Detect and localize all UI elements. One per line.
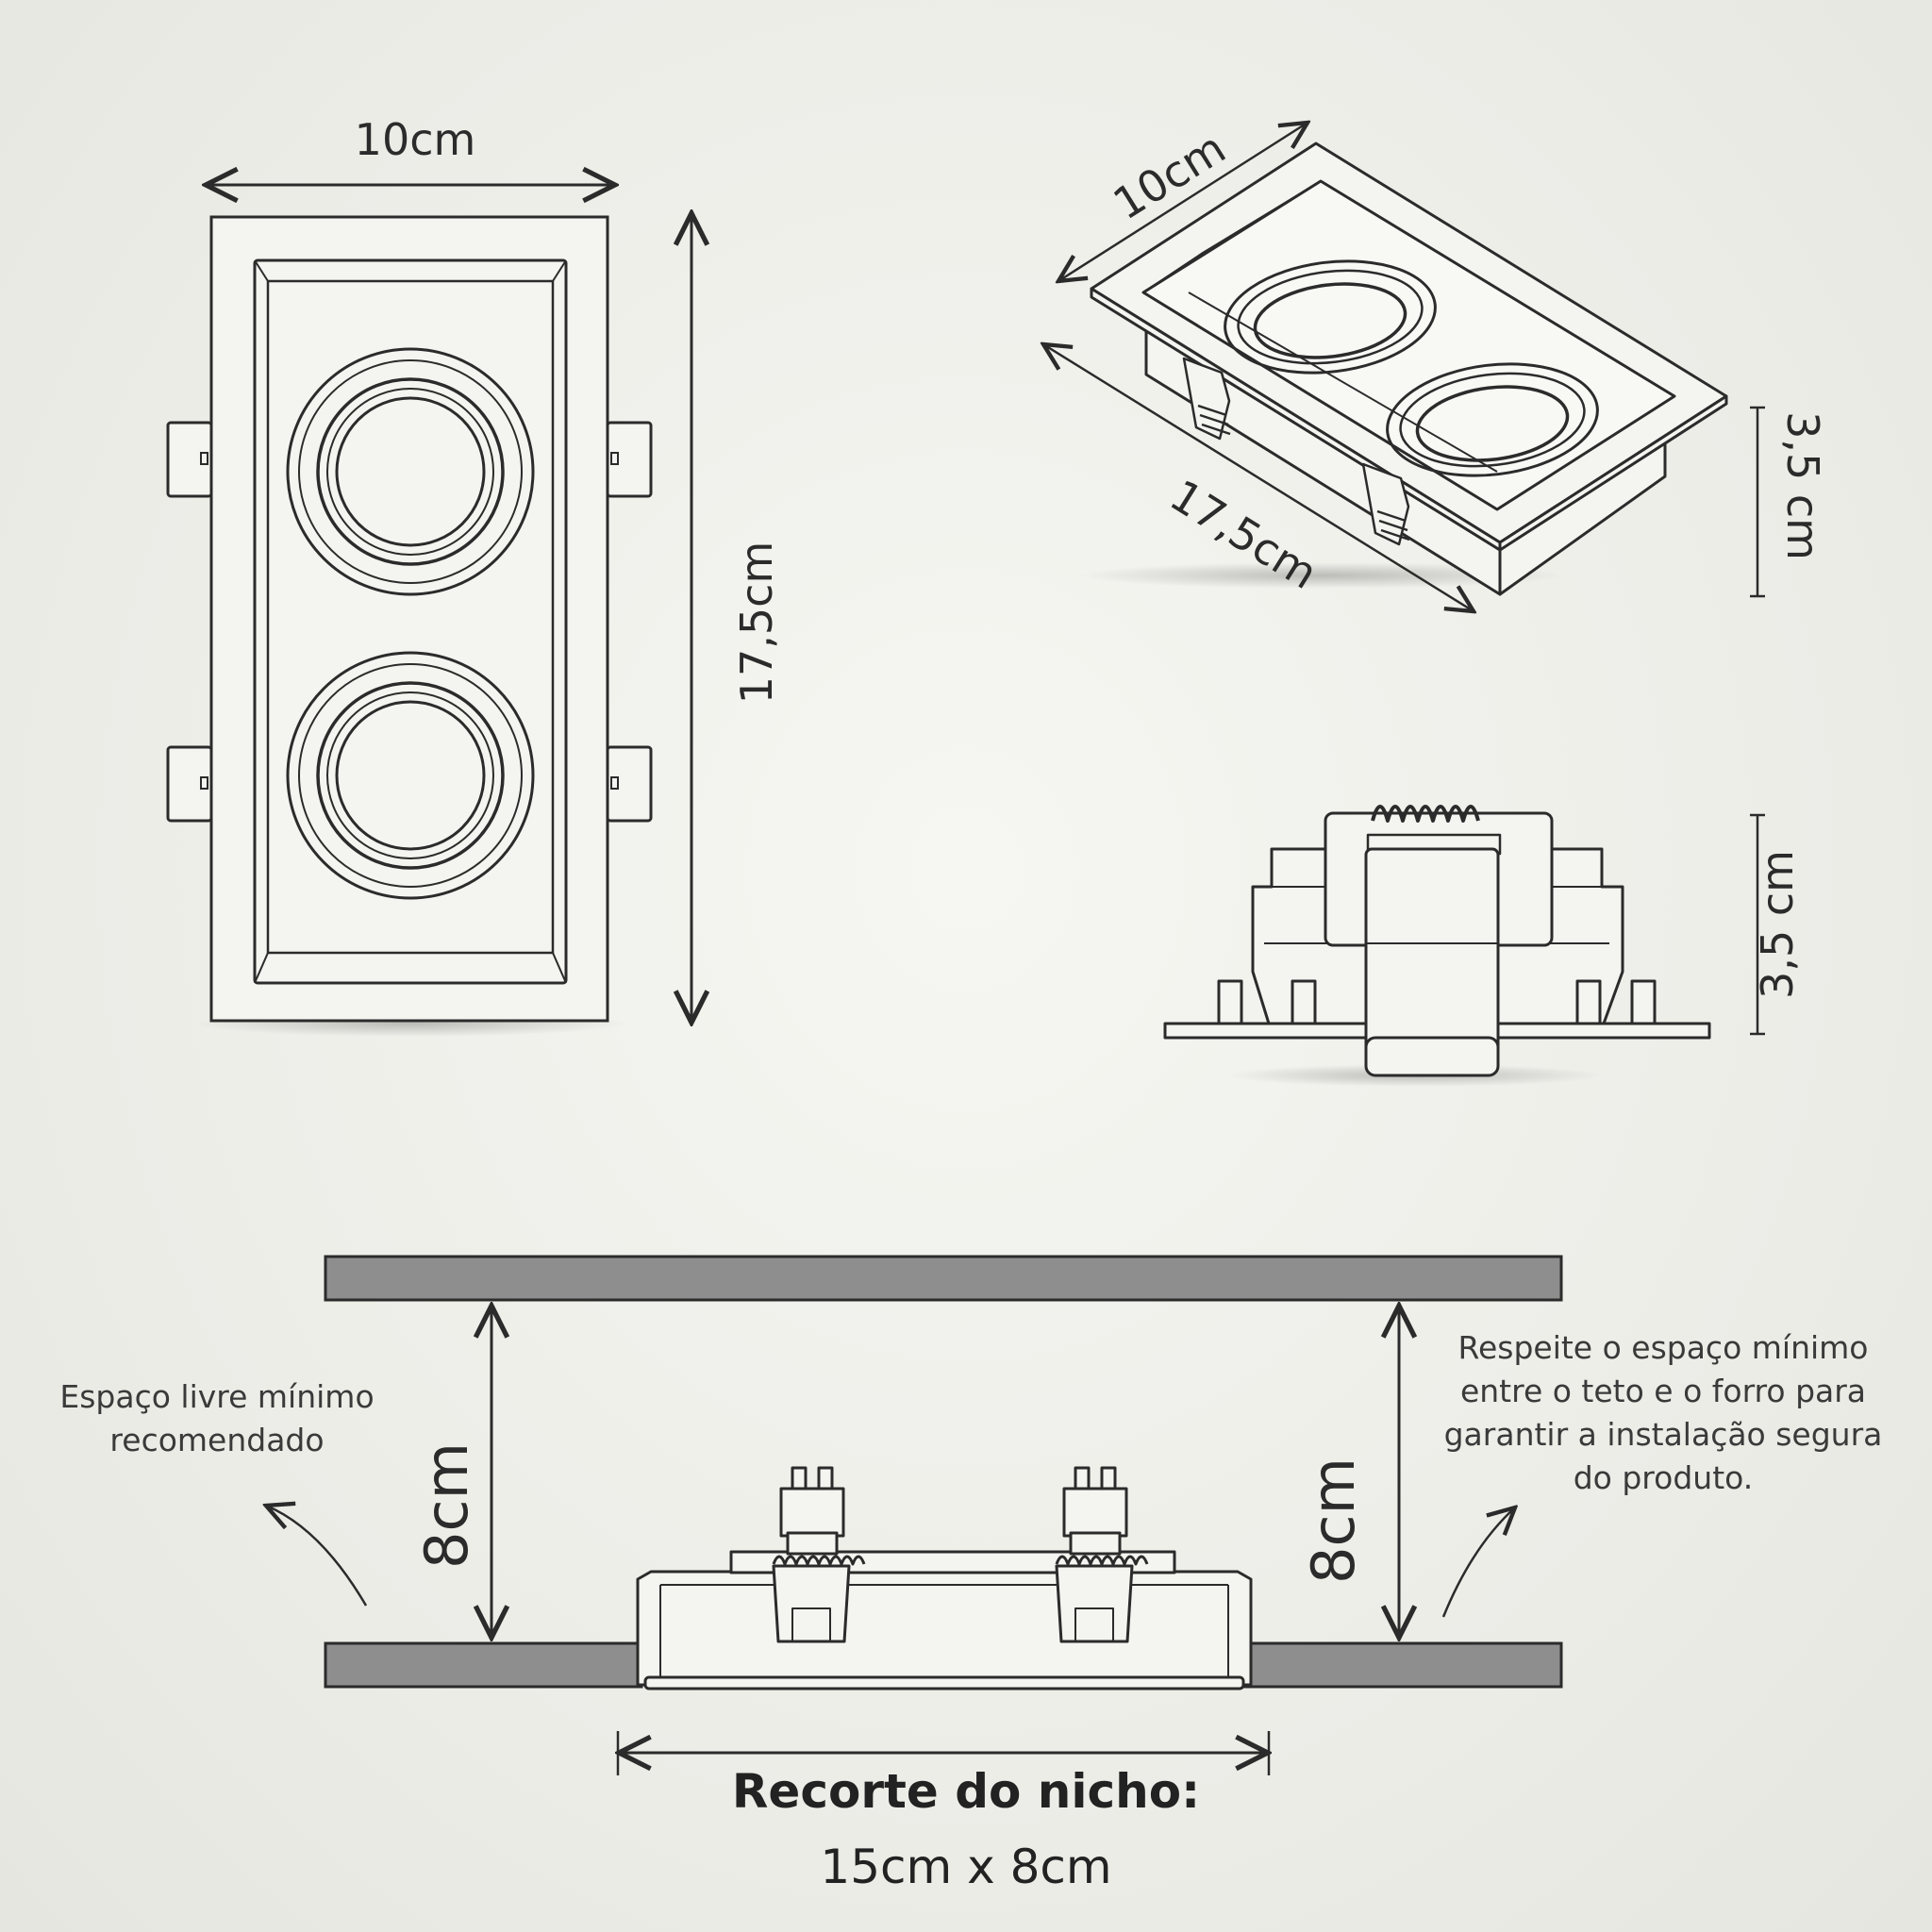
top-width-label: 10cm [355,114,476,165]
cutout-title: Recorte do nicho: [731,1764,1201,1819]
side-height-label: 3,5 cm [1752,850,1803,999]
lining-right [1241,1641,1563,1689]
right-note: Respeite o espaço mínimo entre o teto e … [1432,1326,1894,1500]
iso-height-label: 3,5 cm [1777,411,1828,560]
right-note-line-3: garantir a instalação segura [1443,1416,1883,1453]
spot-ring-bottom [286,651,535,900]
spot-ring-top [286,347,535,596]
lamp-socket-1 [772,1466,866,1643]
iso-length-arrow [1043,344,1474,611]
right-gap-label: 8cm [1299,1457,1368,1584]
top-height-label: 17,5cm [731,541,782,705]
iso-view [1075,142,1728,596]
left-note-line-1: Espaço livre mínimo [59,1378,375,1415]
ceiling-slab [324,1255,1563,1302]
right-note-pointer [1441,1507,1515,1618]
inner-frame [253,258,568,985]
top-view [166,215,653,1037]
right-note-line-4: do produto. [1573,1459,1754,1496]
lamp-socket-2 [1055,1466,1149,1643]
left-note-line-2: recomendado [109,1422,325,1458]
iso-width-arrow [1058,123,1307,281]
installed-fixture [636,1466,1253,1690]
left-note-pointer [266,1506,368,1607]
lining-left [324,1641,643,1689]
cutout-size: 15cm x 8cm [820,1840,1112,1894]
side-view [1163,805,1711,1087]
install-view: 8cm 8cm [266,1255,1563,1775]
right-note-line-1: Respeite o espaço mínimo [1457,1329,1869,1366]
left-note: Espaço livre mínimo recomendado [28,1375,406,1462]
left-gap-label: 8cm [412,1442,481,1569]
right-note-line-2: entre o teto e o forro para [1459,1373,1867,1409]
side-spring [1324,805,1554,1077]
